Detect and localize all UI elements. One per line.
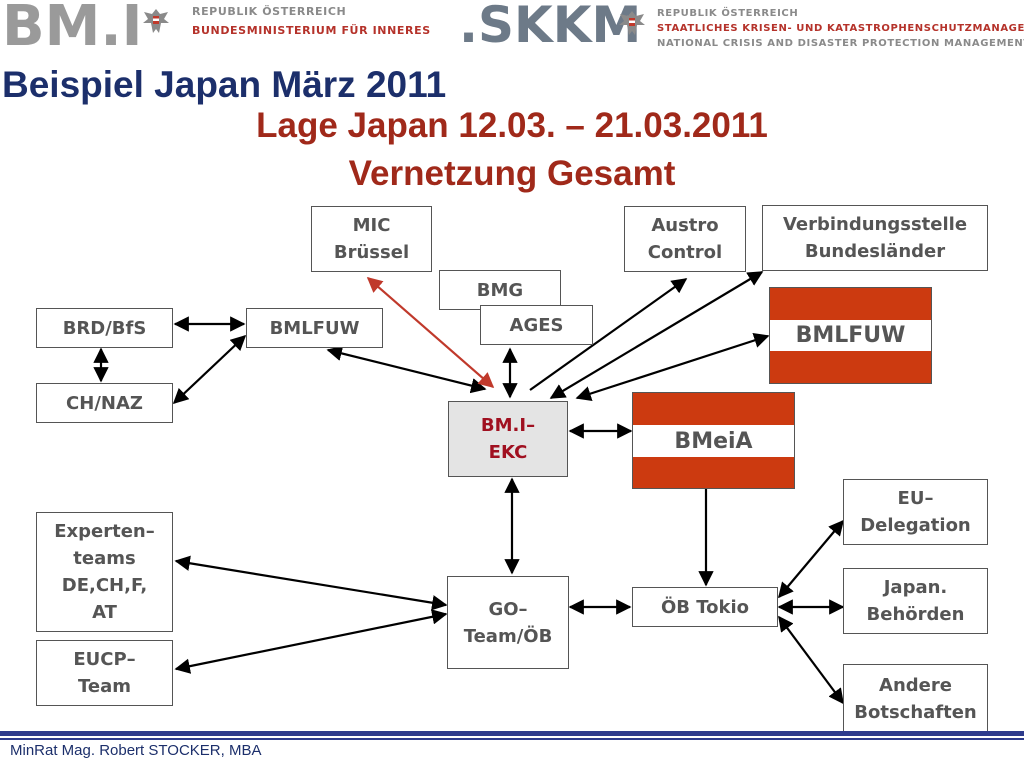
flag-band-label: BMeiA [633, 425, 794, 457]
node-bmlfuw-flag: BMLFUW [769, 287, 932, 384]
node-bmeia-flag: BMeiA [632, 392, 795, 489]
bmi-ministry-label: BUNDESMINISTERIUM FÜR INNERES [192, 24, 431, 37]
node-japan-behoerden: Japan. Behörden [843, 568, 988, 634]
node-bmg: BMG [439, 270, 561, 310]
skkm-republik-label: REPUBLIK ÖSTERREICH [657, 8, 799, 19]
arrow-bmlfuw-center [326, 345, 487, 394]
node-verbindungsstelle: Verbindungsstelle Bundesländer [762, 205, 988, 271]
node-eucp-team: EUCP– Team [36, 640, 173, 706]
node-bmi-ekc: BM.I– EKC [448, 401, 568, 477]
skkm-logo: .SKKM [459, 0, 642, 54]
bmi-logo: BM.I [2, 0, 143, 59]
flag-band-label: BMLFUW [770, 320, 931, 351]
node-eu-delegation: EU– Delegation [843, 479, 988, 545]
node-austro-control: Austro Control [624, 206, 746, 272]
diagram-title-line1: Lage Japan 12.03. – 21.03.2011 [256, 106, 768, 145]
node-ch-naz: CH/NAZ [36, 383, 173, 423]
node-go-team: GO– Team/ÖB [447, 576, 569, 669]
arrow-obtokio-eudel [778, 519, 844, 599]
node-ob-tokio: ÖB Tokio [632, 587, 778, 627]
node-andere-botschaften: Andere Botschaften [843, 664, 988, 734]
node-bmlfuw-left: BMLFUW [246, 308, 383, 348]
footer-divider [0, 731, 1024, 736]
arrow-center-mic [366, 276, 495, 389]
austrian-eagle-icon [619, 11, 645, 35]
bmi-republik-label: REPUBLIK ÖSTERREICH [192, 5, 347, 18]
diagram-title-line2: Vernetzung Gesamt [348, 154, 676, 193]
arrow-obtokio-andere [778, 615, 844, 705]
austrian-eagle-icon [143, 9, 169, 33]
node-brd-bfs: BRD/BfS [36, 308, 173, 348]
skkm-english-label: NATIONAL CRISIS AND DISASTER PROTECTION … [657, 38, 1024, 49]
footer-divider [0, 738, 1024, 740]
arrow-experten-goteam [174, 555, 448, 611]
node-expertenteams: Experten– teams DE,CH,F, AT [36, 512, 173, 632]
footer-author: MinRat Mag. Robert STOCKER, MBA [10, 742, 262, 759]
arrow-center-bmlfuw-flag [575, 332, 770, 402]
node-mic-bruessel: MIC Brüssel [311, 206, 432, 272]
arrow-eucp-goteam [174, 609, 448, 674]
skkm-agency-label: STAATLICHES KRISEN- UND KATASTROPHENSCHU… [657, 23, 1024, 34]
node-ages: AGES [480, 305, 593, 345]
arrow-chnaz-bmlfuw [172, 334, 247, 405]
slide-title: Beispiel Japan März 2011 [2, 64, 447, 105]
